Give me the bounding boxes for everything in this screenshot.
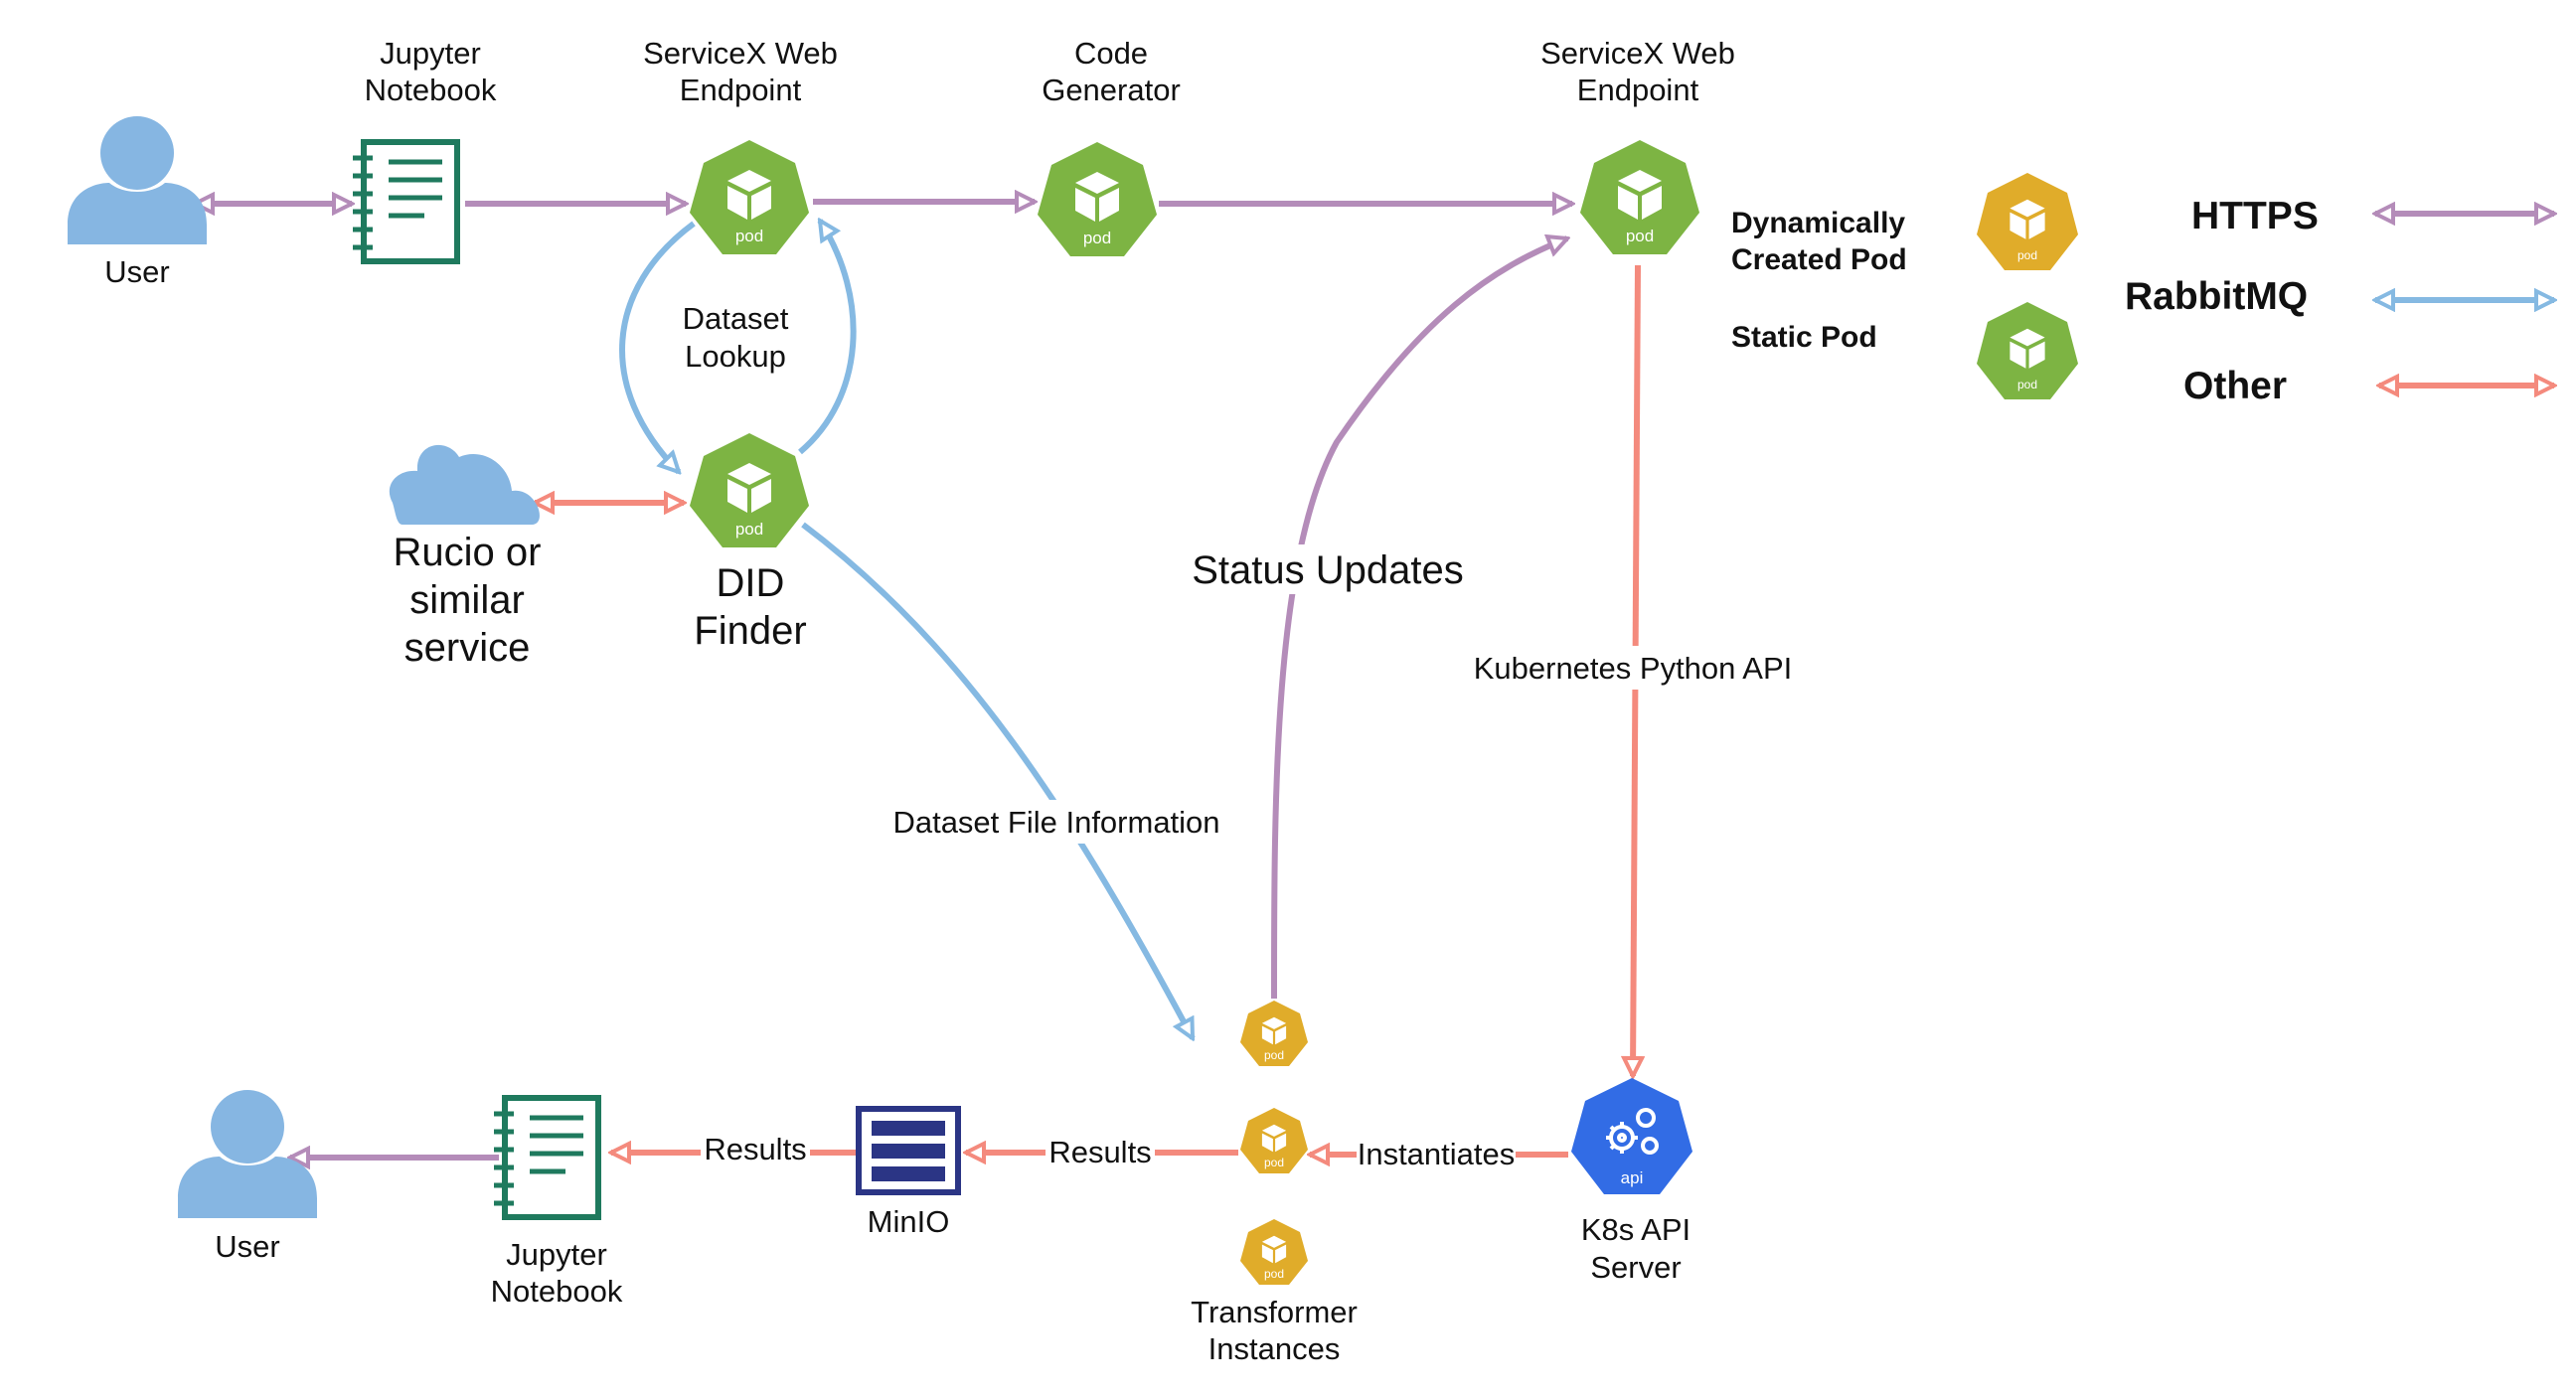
notebook-bottom-label-2: Notebook [491, 1274, 623, 1309]
user-bottom-label: User [215, 1229, 279, 1264]
dataset-lookup-label-2: Lookup [685, 339, 786, 374]
servicex-endpoint-1: ServiceX Web Endpoint pod [643, 36, 838, 254]
k8s-api-label-2: Server [1590, 1250, 1681, 1285]
edge-dataset-file-info [801, 522, 1196, 1038]
api-icon: api [1571, 1078, 1692, 1194]
code-generator-label-2: Generator [1042, 73, 1181, 107]
legend-static-pod-label: Static Pod [1731, 321, 1877, 354]
legend-rabbitmq-label: RabbitMQ [2125, 275, 2308, 318]
results-transformer-minio-label: Results [1048, 1135, 1151, 1169]
edge-status-updates [1271, 238, 1567, 1000]
rucio-service: Rucio or similar service [389, 444, 542, 670]
user-icon [178, 1090, 317, 1218]
dataset-file-info-label: Dataset File Information [892, 805, 1219, 840]
user-bottom: User [178, 1090, 317, 1264]
api-badge: api [1621, 1168, 1644, 1187]
transformer-instances: pod pod pod Transformer Instances [1191, 1001, 1358, 1366]
did-finder-label-2: Finder [694, 609, 806, 653]
dataset-lookup-label-1: Dataset [683, 301, 789, 336]
did-finder: pod DID Finder [690, 433, 809, 653]
servicex-endpoint-2: ServiceX Web Endpoint pod [1540, 36, 1735, 254]
servicex-2-label-2: Endpoint [1577, 73, 1699, 107]
notebook-top-label-2: Notebook [365, 73, 497, 107]
user-top-label: User [104, 254, 169, 289]
edge-labels: Dataset Lookup Status Updates Kubernetes… [683, 301, 1797, 1176]
minio: MinIO [856, 1106, 961, 1239]
pod-icon: pod [1580, 140, 1699, 254]
notebook-icon [353, 142, 457, 261]
connectors [195, 202, 2554, 1158]
pod-icon: pod [1240, 1108, 1308, 1173]
rucio-label-2: similar [409, 578, 525, 622]
pod-badge: pod [1264, 1048, 1284, 1062]
legend-dynamic-pod-label-2: Created Pod [1731, 243, 1907, 276]
did-finder-label-1: DID [717, 561, 785, 605]
dynamic-pod-icon: pod [1977, 173, 2078, 270]
notebook-icon [494, 1098, 598, 1217]
storage-icon [856, 1106, 961, 1195]
pod-badge: pod [2017, 248, 2037, 262]
edge-dataset-lookup-down [619, 221, 696, 472]
pod-badge: pod [1626, 227, 1654, 245]
legend: Dynamically Created Pod pod Static Pod p… [1731, 173, 2319, 407]
pod-icon: pod [1038, 142, 1157, 256]
servicex-2-label-1: ServiceX Web [1540, 36, 1735, 71]
k8s-api-label-1: K8s API [1581, 1212, 1690, 1247]
legend-dynamic-pod-label-1: Dynamically [1731, 207, 1905, 239]
rucio-label-1: Rucio or [394, 531, 542, 574]
rucio-label-3: service [404, 626, 531, 670]
legend-other-label: Other [2183, 365, 2287, 407]
minio-label: MinIO [868, 1204, 950, 1239]
pod-badge: pod [2017, 378, 2037, 391]
notebook-bottom: Jupyter Notebook [491, 1098, 623, 1309]
pod-icon: pod [1240, 1219, 1308, 1285]
servicex-1-label-1: ServiceX Web [643, 36, 838, 71]
pod-icon: pod [1240, 1001, 1308, 1066]
notebook-top-label-1: Jupyter [380, 36, 481, 71]
notebook-top: Jupyter Notebook [353, 36, 497, 261]
code-generator: Code Generator pod [1038, 36, 1181, 256]
notebook-bottom-label-1: Jupyter [506, 1237, 607, 1272]
pod-badge: pod [1083, 229, 1111, 247]
pod-badge: pod [1264, 1267, 1284, 1281]
results-minio-notebook-label: Results [704, 1132, 806, 1166]
instantiates-label: Instantiates [1358, 1137, 1516, 1171]
legend-https-label: HTTPS [2191, 195, 2319, 237]
servicex-1-label-2: Endpoint [680, 73, 802, 107]
static-pod-icon: pod [1977, 302, 2078, 399]
code-generator-label-1: Code [1074, 36, 1148, 71]
pod-icon: pod [690, 140, 809, 254]
user-top: User [68, 116, 207, 289]
transformers-label-2: Instances [1208, 1331, 1341, 1366]
k8s-python-api-label: Kubernetes Python API [1474, 651, 1793, 686]
k8s-api-server: api K8s API Server [1571, 1078, 1692, 1285]
edge-dataset-lookup-up [798, 221, 857, 455]
status-updates-label: Status Updates [1192, 548, 1464, 592]
transformers-label-1: Transformer [1191, 1295, 1358, 1329]
pod-badge: pod [735, 227, 763, 245]
user-icon [68, 116, 207, 244]
cloud-icon [389, 444, 540, 525]
pod-badge: pod [1264, 1156, 1284, 1169]
pod-icon: pod [690, 433, 809, 547]
pod-badge: pod [735, 520, 763, 539]
